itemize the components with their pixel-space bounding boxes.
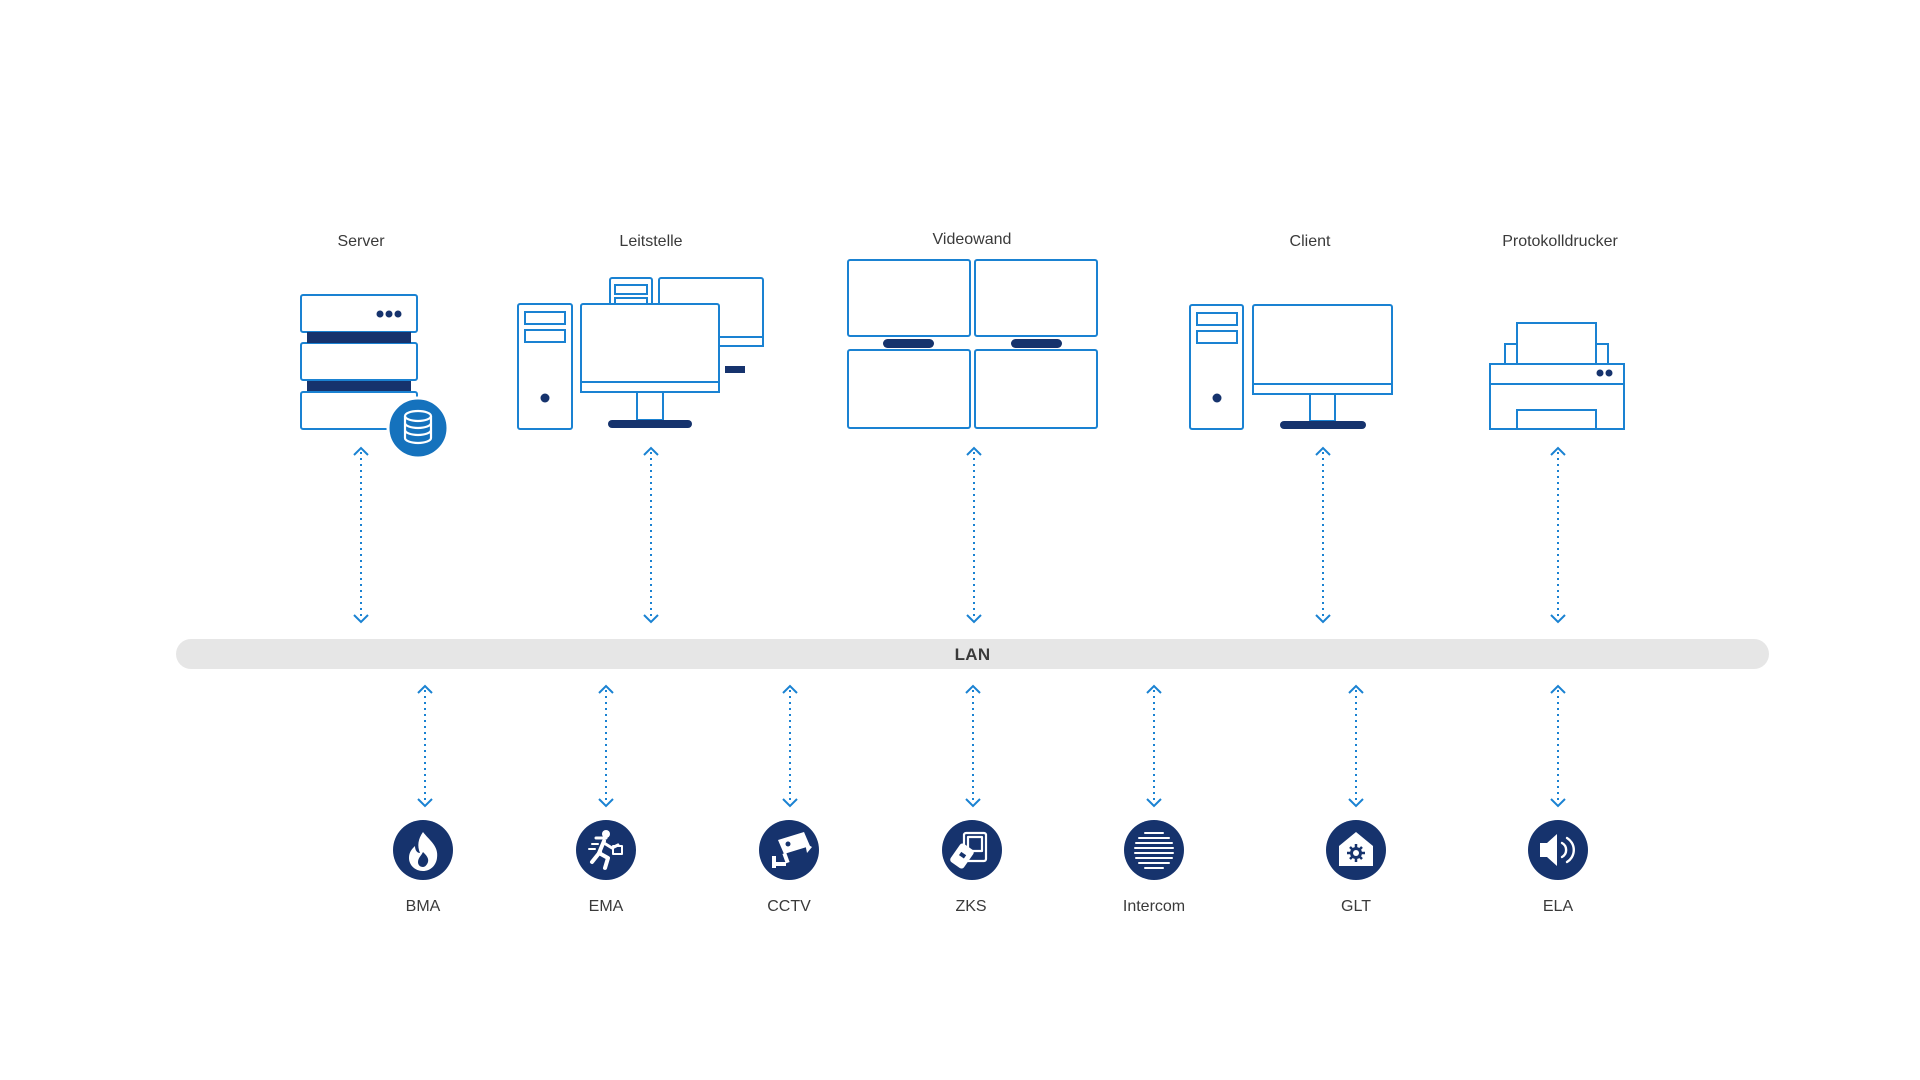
ela-label: ELA — [1542, 898, 1574, 915]
bottom-connector-arrow-6 — [1348, 684, 1364, 808]
bma-label: BMA — [405, 898, 441, 915]
video-wall-icon — [847, 259, 1098, 429]
lan-bus: LAN — [176, 639, 1769, 669]
top-connector-arrow-1 — [353, 446, 369, 624]
top-connector-arrow-4 — [1315, 446, 1331, 624]
bottom-connector-arrow-2 — [598, 684, 614, 808]
bottom-connector-arrow-1 — [417, 684, 433, 808]
lan-label: LAN — [954, 645, 991, 664]
loudspeaker-icon — [1528, 820, 1588, 880]
bottom-connector-arrow-7 — [1550, 684, 1566, 808]
desktop-pc-icon — [1189, 304, 1393, 430]
bottom-connector-arrow-4 — [965, 684, 981, 808]
bottom-connector-arrow-3 — [782, 684, 798, 808]
access-card-icon — [942, 820, 1002, 880]
videowand-label: Videowand — [932, 231, 1012, 248]
zks-label: ZKS — [955, 898, 987, 915]
top-connector-arrow-2 — [643, 446, 659, 624]
intruder-running-icon — [576, 820, 636, 880]
ema-label: EMA — [588, 898, 624, 915]
speaker-grille-icon — [1124, 820, 1184, 880]
bottom-icons — [393, 820, 1588, 880]
control-center-workstation-icon — [517, 277, 764, 430]
security-camera-icon — [759, 820, 819, 880]
bottom-connector-arrow-5 — [1146, 684, 1162, 808]
leitstelle-label: Leitstelle — [619, 233, 683, 250]
cctv-label: CCTV — [767, 898, 811, 915]
server-label: Server — [337, 233, 385, 250]
building-gear-icon — [1326, 820, 1386, 880]
client-label: Client — [1289, 233, 1331, 250]
server-database-icon — [300, 294, 450, 460]
top-connector-arrow-3 — [966, 446, 982, 624]
printer-icon — [1489, 322, 1625, 430]
protokolldrucker-label: Protokolldrucker — [1502, 233, 1618, 250]
top-connector-arrow-5 — [1550, 446, 1566, 624]
fire-icon — [393, 820, 453, 880]
intercom-label: Intercom — [1122, 898, 1186, 915]
glt-label: GLT — [1341, 898, 1371, 915]
